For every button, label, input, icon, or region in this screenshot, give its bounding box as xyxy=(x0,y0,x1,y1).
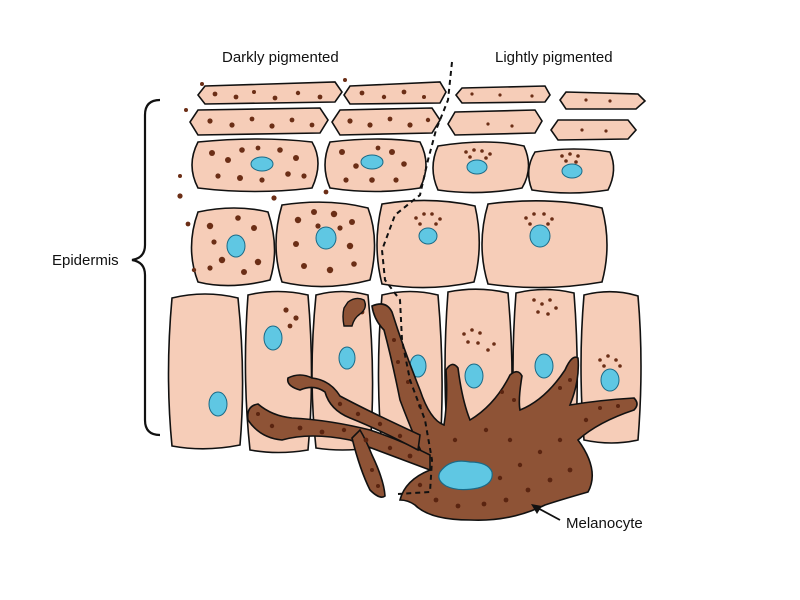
melanocyte-label: Melanocyte xyxy=(566,515,643,532)
melanocyte-nucleus xyxy=(438,460,493,491)
nucleus xyxy=(338,346,356,370)
nucleus xyxy=(418,227,438,245)
melanocyte xyxy=(246,297,638,522)
nucleus xyxy=(561,163,583,179)
nucleus xyxy=(360,154,384,170)
cell-row-2 xyxy=(189,107,638,141)
nucleus xyxy=(529,224,551,248)
nucleus xyxy=(226,234,246,258)
bracket-icon xyxy=(131,98,161,437)
epidermis-label: Epidermis xyxy=(52,252,119,269)
melanocyte-dendrite xyxy=(286,374,421,452)
nucleus xyxy=(600,368,620,392)
cell xyxy=(447,109,543,136)
melanocyte-dendrite xyxy=(351,428,386,498)
nucleus xyxy=(315,226,337,250)
nuclei xyxy=(208,154,620,417)
nucleus xyxy=(466,159,488,175)
melanocyte-body xyxy=(371,303,638,522)
nucleus xyxy=(208,391,228,417)
nucleus xyxy=(250,156,274,172)
cell xyxy=(196,81,343,105)
left-heading: Darkly pigmented xyxy=(222,49,339,66)
pigmentation-divider-line xyxy=(380,61,453,495)
melanin-granules-light xyxy=(414,92,622,368)
nucleus xyxy=(464,363,484,389)
cell xyxy=(550,119,638,141)
melanin-granules-dark xyxy=(177,78,431,329)
melanocyte-dendrite xyxy=(246,403,431,472)
cell xyxy=(454,85,551,104)
nucleus xyxy=(263,325,283,351)
cell xyxy=(559,91,647,110)
cell xyxy=(167,293,244,450)
cell-row-top xyxy=(196,81,647,110)
arrowhead xyxy=(531,504,542,514)
cell xyxy=(343,81,447,105)
cell xyxy=(189,107,329,136)
melanocyte-dendrite xyxy=(342,297,367,327)
cell xyxy=(331,107,441,136)
nucleus xyxy=(534,353,554,379)
right-heading: Lightly pigmented xyxy=(495,49,613,66)
